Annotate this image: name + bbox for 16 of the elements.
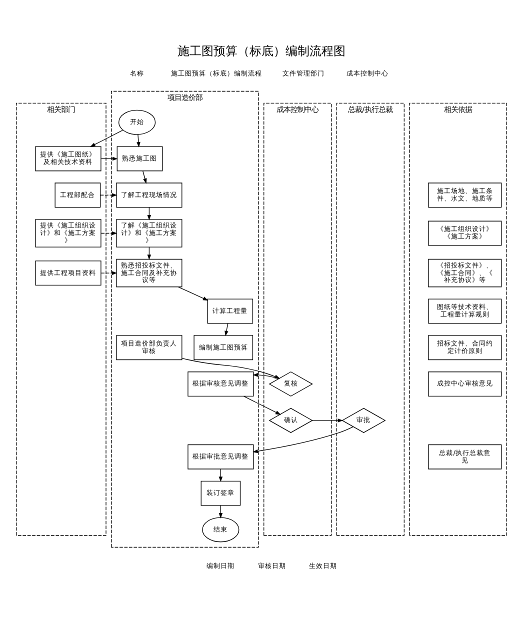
arrow [243, 395, 281, 414]
arrow [252, 372, 279, 379]
arrow [224, 322, 228, 336]
cluster [264, 102, 332, 536]
arrow [312, 418, 344, 422]
arrow [182, 357, 280, 378]
arrow [90, 129, 124, 146]
arrow [252, 426, 354, 453]
arrow [136, 134, 140, 147]
arrow [100, 192, 118, 197]
diagram-title: 施工图预算（标底）编制流程图 [178, 44, 346, 58]
arrow [142, 170, 147, 184]
arrow [178, 286, 208, 300]
arrow [100, 156, 118, 160]
arrow [100, 270, 118, 274]
arrow [100, 230, 118, 235]
